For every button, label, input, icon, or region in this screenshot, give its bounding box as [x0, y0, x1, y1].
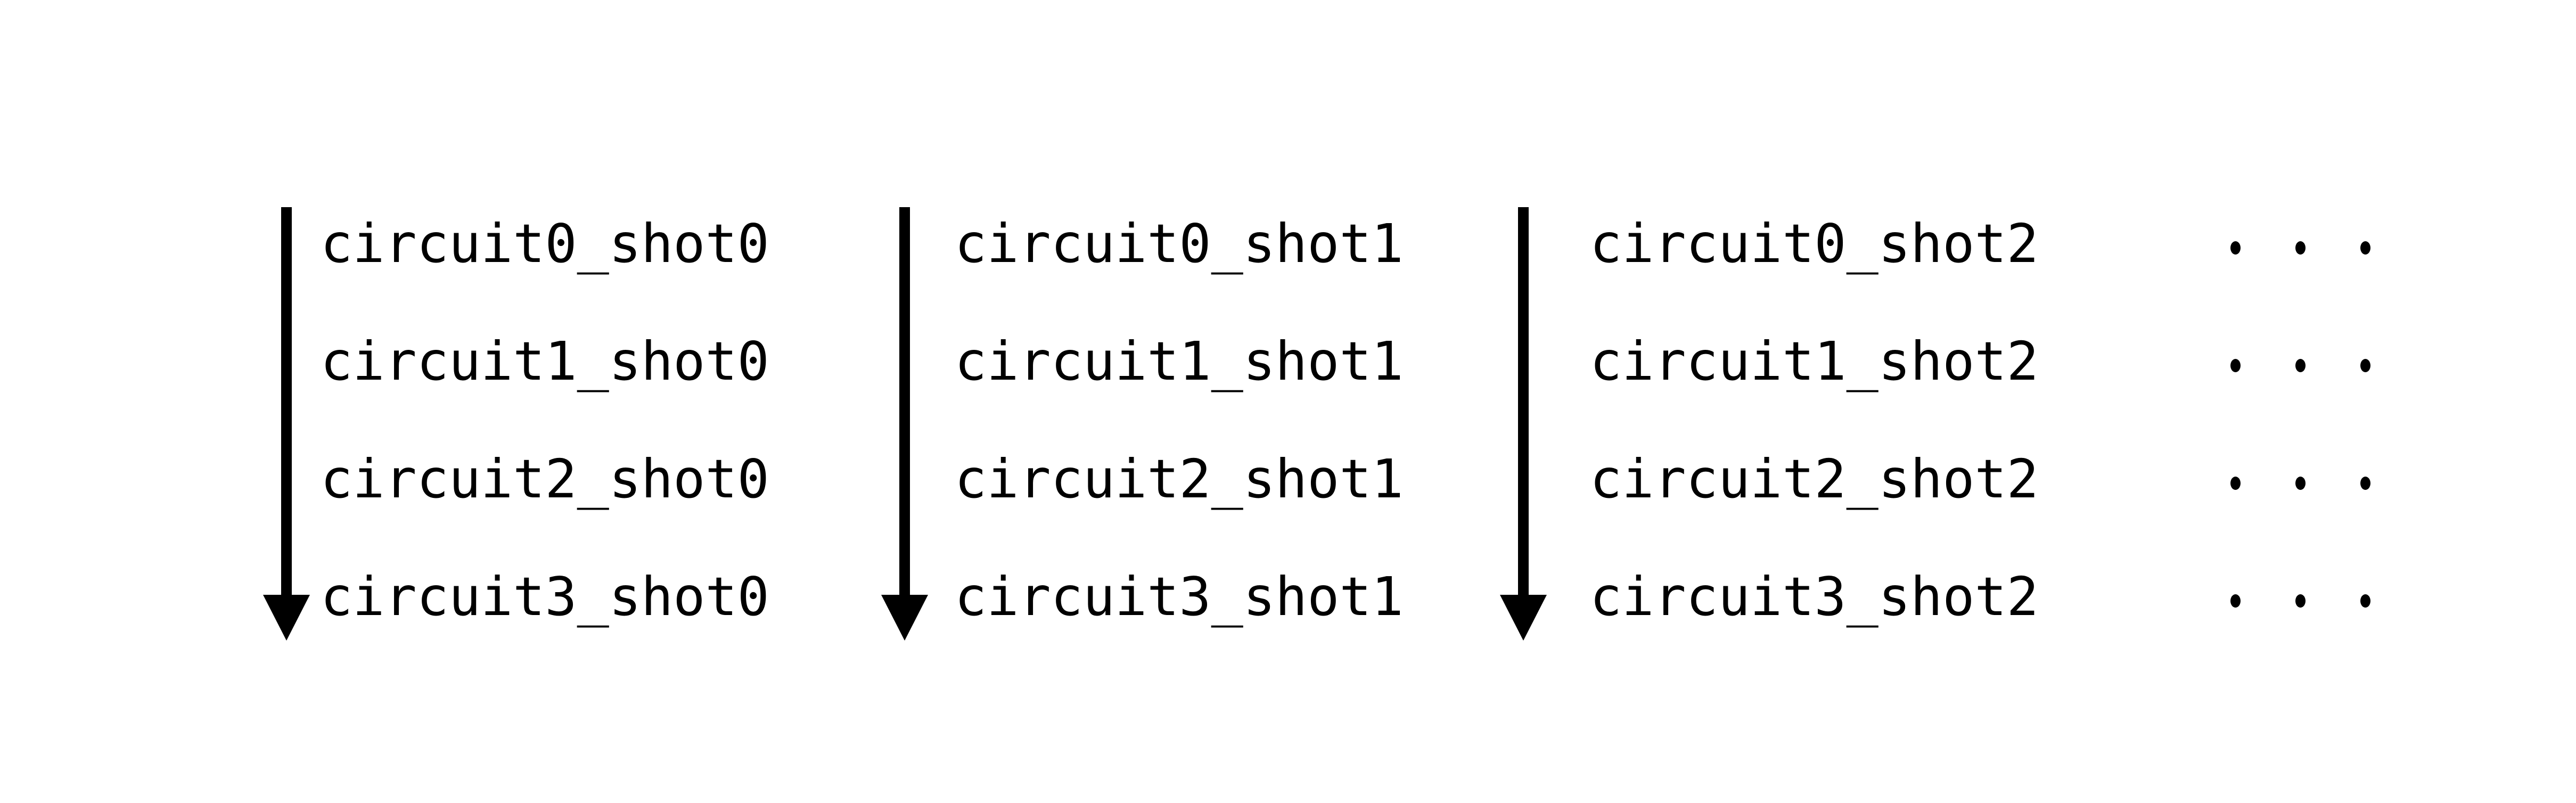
ellipsis-dot-icon	[2230, 594, 2241, 608]
arrow-shaft	[281, 207, 292, 596]
arrow-head	[881, 595, 928, 641]
sequence-label: circuit0_shot0	[321, 212, 769, 275]
ellipsis-dot-icon	[2360, 477, 2370, 490]
ellipsis-dot-icon	[2360, 241, 2370, 255]
ellipsis-dots	[2230, 594, 2370, 608]
sequence-label: circuit2_shot2	[1590, 448, 2039, 510]
ellipsis-dot-icon	[2295, 359, 2306, 372]
ellipsis-dots	[2230, 477, 2370, 490]
sequence-label: circuit0_shot1	[955, 212, 1404, 275]
ellipsis-dot-icon	[2295, 241, 2306, 255]
down-arrow-icon	[263, 207, 310, 641]
down-arrow-icon	[1500, 207, 1547, 641]
sequence-label: circuit3_shot0	[321, 566, 769, 628]
arrow-shaft	[1518, 207, 1529, 596]
ellipsis-dot-icon	[2295, 477, 2306, 490]
ellipsis-dots	[2230, 359, 2370, 372]
sequence-label: circuit1_shot1	[955, 330, 1404, 392]
ellipsis-dot-icon	[2230, 241, 2241, 255]
sequence-label: circuit3_shot2	[1590, 566, 2039, 628]
arrow-shaft	[899, 207, 910, 596]
sequence-label: circuit2_shot1	[955, 448, 1404, 510]
ellipsis-dot-icon	[2360, 359, 2370, 372]
sequence-label: circuit3_shot1	[955, 566, 1404, 628]
down-arrow-icon	[881, 207, 928, 641]
ellipsis-dot-icon	[2230, 359, 2241, 372]
arrow-head	[263, 595, 310, 641]
ellipsis-dots	[2230, 241, 2370, 255]
ellipsis-dot-icon	[2360, 594, 2370, 608]
sequence-label: circuit0_shot2	[1590, 212, 2039, 275]
sequence-label: circuit1_shot0	[321, 330, 769, 392]
sequence-label: circuit2_shot0	[321, 448, 769, 510]
ellipsis-dot-icon	[2295, 594, 2306, 608]
arrow-head	[1500, 595, 1547, 641]
sequence-label: circuit1_shot2	[1590, 330, 2039, 392]
ellipsis-dot-icon	[2230, 477, 2241, 490]
